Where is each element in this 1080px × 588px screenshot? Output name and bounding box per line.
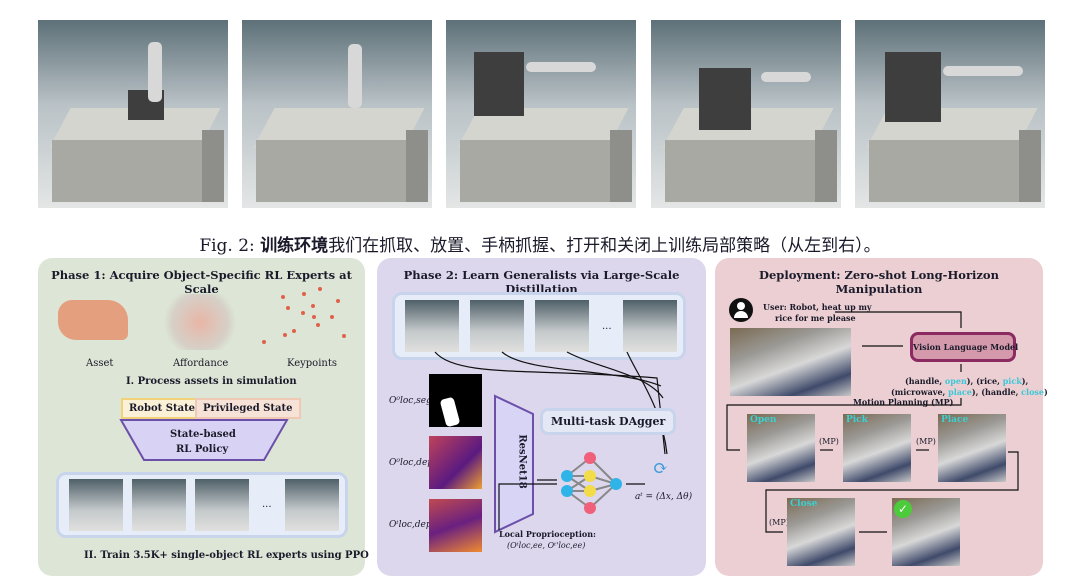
user-prompt-1: User: Robot, heat up my bbox=[763, 302, 872, 312]
proprio-value: (Oᵗloc,ee, Oᵗ'loc,ee) bbox=[507, 541, 586, 550]
action-icon: ⟳ bbox=[653, 458, 669, 479]
checkmark-icon: ✓ bbox=[894, 500, 912, 518]
deployment-arrows bbox=[726, 311, 1019, 533]
policy-label-1: State-based bbox=[170, 429, 236, 440]
robot-state-box: Robot State bbox=[121, 398, 204, 419]
sim-image-open bbox=[651, 20, 841, 208]
obs-deptht-label: Oᵗloc,depth bbox=[389, 520, 442, 530]
generalist-strip: ... bbox=[392, 292, 686, 360]
step-place-image: Place bbox=[938, 414, 1006, 482]
vlm-box: Vision Language Model bbox=[910, 332, 1018, 362]
network-diagram bbox=[434, 351, 668, 534]
step-open-label: Open bbox=[750, 415, 777, 425]
step1-label: I. Process assets in simulation bbox=[126, 376, 297, 387]
obs-seg-label: O⁰loc,seg bbox=[389, 396, 432, 406]
sim-image-handle-grasp bbox=[446, 20, 636, 208]
deployment-title: Deployment: Zero-shot Long-Horizon Manip… bbox=[759, 268, 999, 296]
phase1-title: Phase 1: Acquire Object-Specific RL Expe… bbox=[51, 268, 352, 296]
encoder-label: ResNet18 bbox=[516, 434, 528, 489]
proprio-label: Local Proprioception: bbox=[499, 529, 596, 539]
plan-line-2: (microwave, place), (handle, close) bbox=[891, 387, 1048, 397]
sim-image-close bbox=[855, 20, 1045, 208]
scene-image bbox=[730, 328, 851, 396]
mp-label: (MP) bbox=[916, 437, 936, 446]
keypoints-plot bbox=[262, 287, 346, 344]
mp-label: (MP) bbox=[819, 437, 839, 446]
depth-image-t bbox=[429, 499, 482, 552]
step2-label: II. Train 3.5K+ single-object RL experts… bbox=[84, 550, 369, 561]
asset-shape bbox=[58, 300, 128, 340]
step-pick-label: Pick bbox=[846, 415, 868, 425]
deployment-panel: Deployment: Zero-shot Long-Horizon Manip… bbox=[715, 258, 1048, 576]
rl-experts-strip: ... bbox=[56, 472, 348, 538]
phase2-panel: Phase 2: Learn Generalists via Large-Sca… bbox=[377, 258, 706, 576]
final-result-image: ✓ bbox=[892, 498, 960, 566]
action-label: aᵗ = (Δx, Δθ) bbox=[635, 492, 693, 502]
user-prompt-2: rice for me please bbox=[775, 313, 856, 323]
motion-planning-label: Motion Planning (MP) bbox=[853, 397, 954, 407]
mp-label: (MP) bbox=[769, 518, 789, 527]
affordance-cloud bbox=[158, 294, 242, 350]
seg-mask-image bbox=[429, 374, 482, 428]
step-pick-image: Pick bbox=[843, 414, 911, 482]
step-close-image: Close bbox=[787, 498, 855, 566]
step-open-image: Open bbox=[747, 414, 815, 482]
ellipsis: ... bbox=[602, 321, 612, 332]
plan-line-1: (handle, open), (rice, pick), bbox=[905, 376, 1029, 386]
user-avatar-icon bbox=[729, 298, 753, 322]
privileged-state-box: Privileged State bbox=[195, 398, 301, 419]
dagger-box: Multi-task DAgger bbox=[540, 408, 677, 435]
phase1-panel: Phase 1: Acquire Object-Specific RL Expe… bbox=[38, 258, 369, 576]
nn-nodes bbox=[561, 452, 622, 514]
policy-label-2: RL Policy bbox=[176, 444, 229, 455]
figure-caption: Fig. 2: 训练环境我们在抓取、放置、手柄抓握、打开和关闭上训练局部策略（从… bbox=[199, 236, 881, 256]
obs-depth0-label: O⁰loc,depth bbox=[389, 458, 443, 468]
step-close-label: Close bbox=[790, 499, 818, 509]
sim-image-pick bbox=[38, 20, 228, 208]
policy-trapezoid bbox=[119, 419, 289, 461]
sim-image-place bbox=[242, 20, 432, 208]
affordance-label: Affordance bbox=[173, 358, 229, 369]
step-place-label: Place bbox=[941, 415, 969, 425]
ellipsis: ... bbox=[262, 499, 272, 510]
keypoints-label: Keypoints bbox=[287, 358, 337, 369]
depth-image-0 bbox=[429, 436, 482, 489]
asset-label: Asset bbox=[86, 358, 114, 369]
